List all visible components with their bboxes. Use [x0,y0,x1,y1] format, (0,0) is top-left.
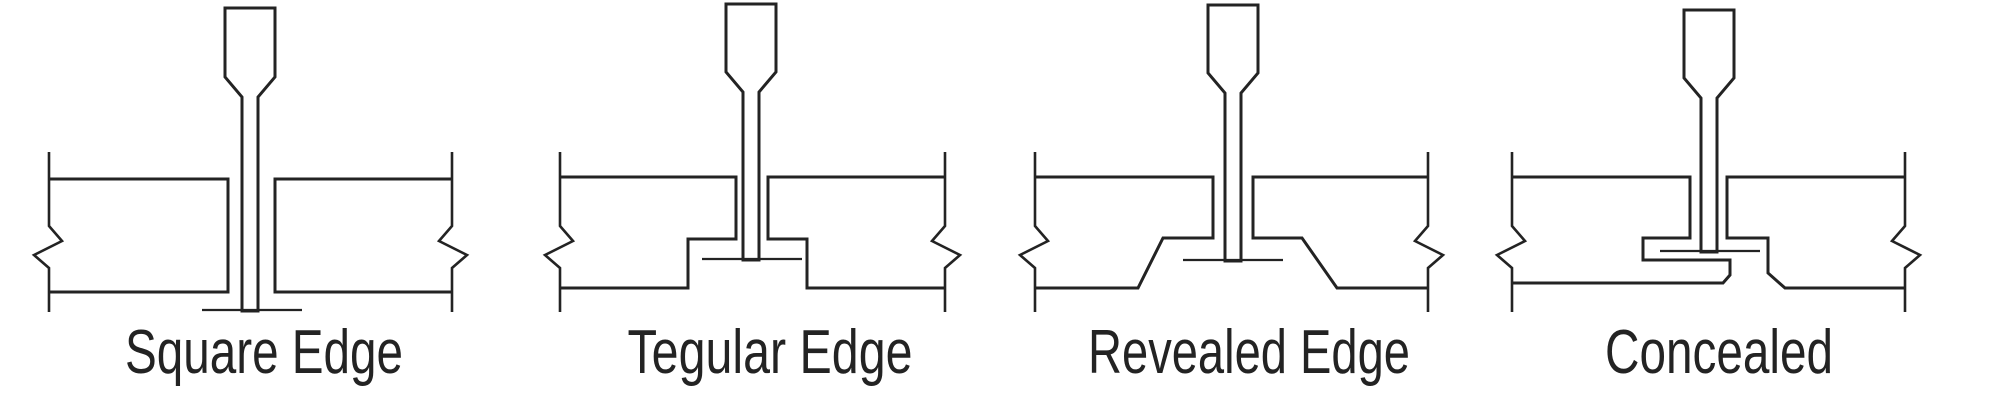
break-line-left [1494,152,1528,312]
ceiling-tile-right [273,177,452,294]
break-line-right [1889,152,1923,312]
diagram-square-edge: Square Edge [31,6,470,387]
break-line-right [929,152,963,312]
diagram-label: Revealed Edge [1088,318,1410,387]
break-line-left [31,152,65,312]
diagram-label: Tegular Edge [628,318,913,387]
ceiling-tile-right [766,175,945,290]
ceiling-tile-right [1725,175,1905,290]
diagram-revealed-edge: Revealed Edge [1017,3,1446,387]
ceiling-tile-right [1251,175,1428,290]
break-line-left [1017,152,1051,312]
diagram-label: Square Edge [125,318,403,387]
ceiling-tile-left-kerfed [1512,175,1732,285]
ceiling-tile-left [560,175,738,290]
suspension-tee-runner [1206,3,1260,263]
suspension-tee-runner [223,6,277,313]
break-line-right [436,152,470,312]
break-line-right [1412,152,1446,312]
break-line-left [542,152,576,312]
diagram-concealed: Concealed [1494,8,1923,387]
ceiling-tile-left [49,177,230,294]
diagram-label: Concealed [1605,318,1833,387]
ceiling-tile-left [1035,175,1215,290]
diagram-tegular-edge: Tegular Edge [542,2,963,387]
